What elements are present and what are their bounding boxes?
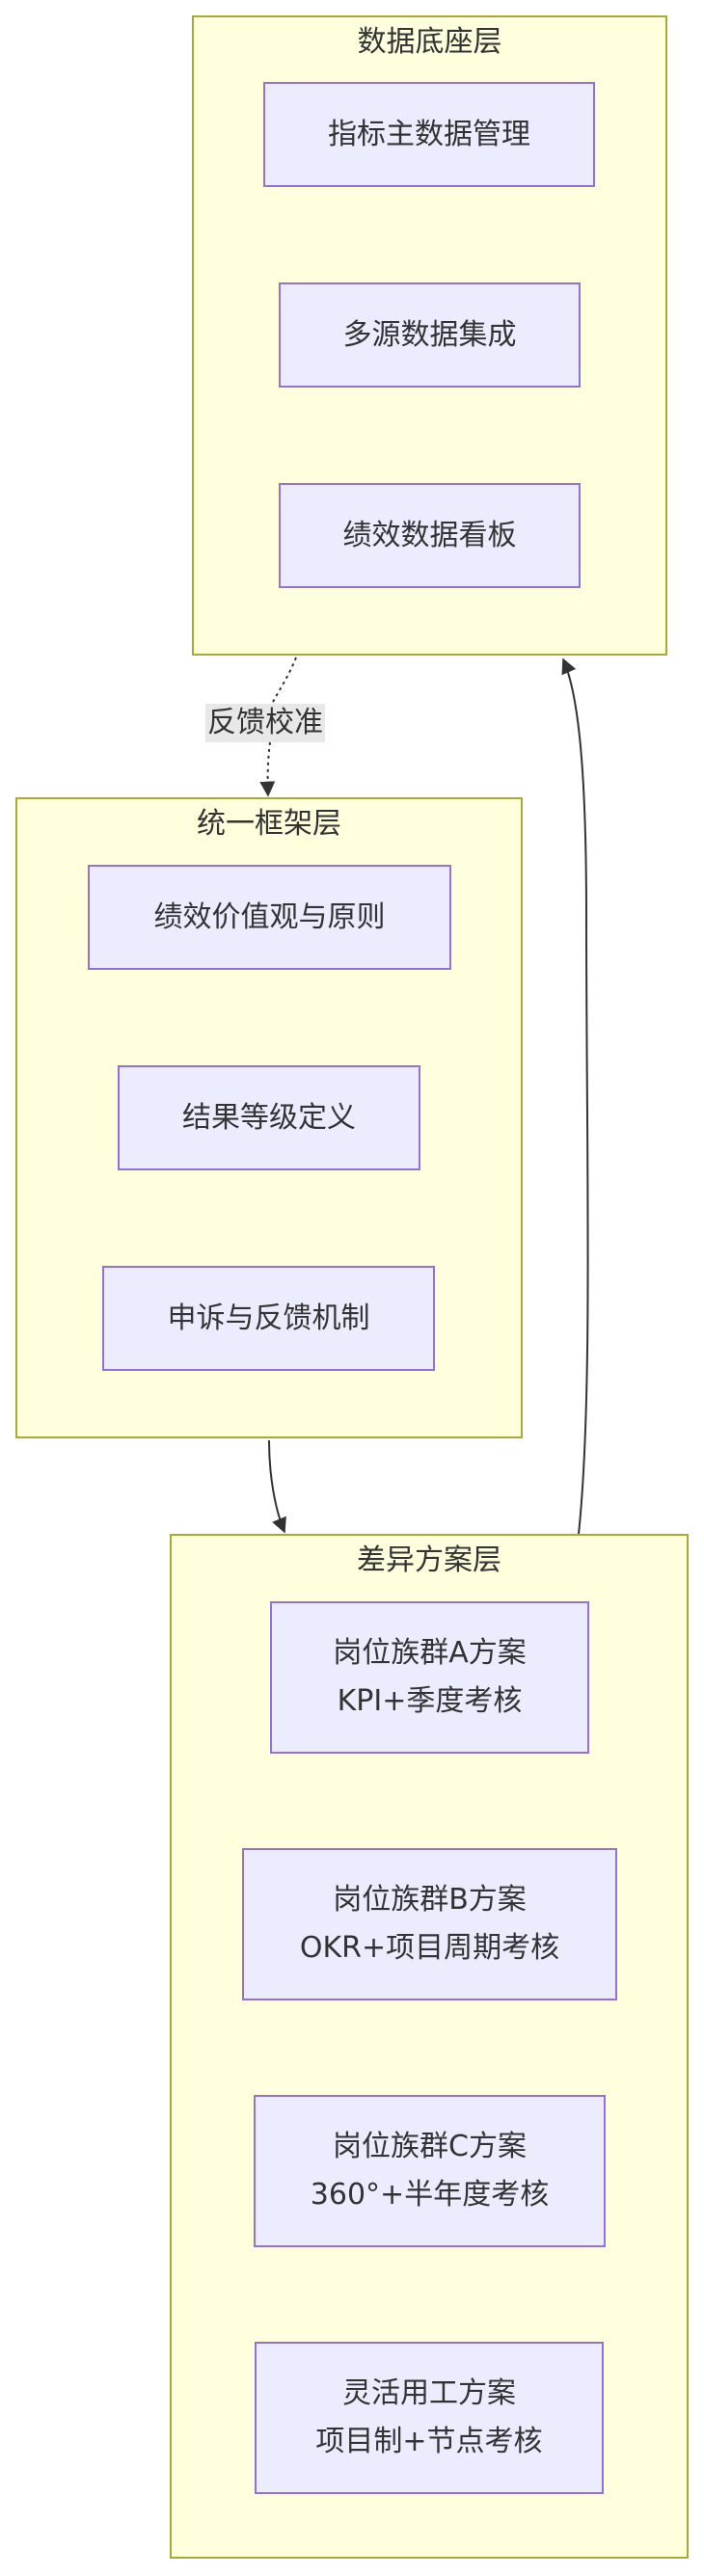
node-plan-a[interactable]: 岗位族群A方案 KPI+季度考核 — [270, 1601, 589, 1754]
node-label-line1: 岗位族群A方案 — [333, 1636, 527, 1670]
cluster-title-data-layer: 数据底座层 — [357, 25, 502, 59]
node-performance-dashboard[interactable]: 绩效数据看板 — [279, 483, 581, 588]
node-label: 多源数据集成 — [342, 317, 517, 352]
node-label-line1: 灵活用工方案 — [342, 2376, 516, 2410]
node-label-line1: 岗位族群C方案 — [333, 2130, 527, 2163]
cluster-title-framework-layer: 统一框架层 — [197, 807, 341, 841]
node-flexible-employment-plan[interactable]: 灵活用工方案 项目制+节点考核 — [255, 2342, 604, 2494]
cluster-title-diff-layer: 差异方案层 — [357, 1543, 501, 1577]
node-label-line2: 360°+半年度考核 — [310, 2178, 550, 2212]
node-label-line2: KPI+季度考核 — [337, 1684, 523, 1718]
node-label: 指标主数据管理 — [328, 117, 530, 151]
node-plan-c[interactable]: 岗位族群C方案 360°+半年度考核 — [254, 2095, 606, 2247]
node-label: 申诉与反馈机制 — [167, 1301, 370, 1335]
node-label-line2: OKR+项目周期考核 — [299, 1931, 560, 1965]
node-values-principles[interactable]: 绩效价值观与原则 — [88, 865, 451, 970]
node-indicator-master-data[interactable]: 指标主数据管理 — [263, 82, 595, 187]
node-plan-b[interactable]: 岗位族群B方案 OKR+项目周期考核 — [242, 1848, 617, 2000]
node-multi-source-integration[interactable]: 多源数据集成 — [279, 282, 581, 388]
node-label-line2: 项目制+节点考核 — [315, 2425, 543, 2458]
edge-framework-to-diff — [268, 1439, 286, 1534]
edge-label-feedback-calibration: 反馈校准 — [205, 704, 325, 742]
node-label: 结果等级定义 — [182, 1100, 356, 1135]
node-result-grade-definition[interactable]: 结果等级定义 — [118, 1065, 420, 1170]
node-label-line1: 岗位族群B方案 — [333, 1883, 527, 1917]
edge-diff-to-data — [561, 657, 589, 1535]
node-label: 绩效数据看板 — [342, 518, 517, 552]
node-appeal-feedback[interactable]: 申诉与反馈机制 — [102, 1266, 435, 1371]
node-label: 绩效价值观与原则 — [153, 899, 386, 934]
